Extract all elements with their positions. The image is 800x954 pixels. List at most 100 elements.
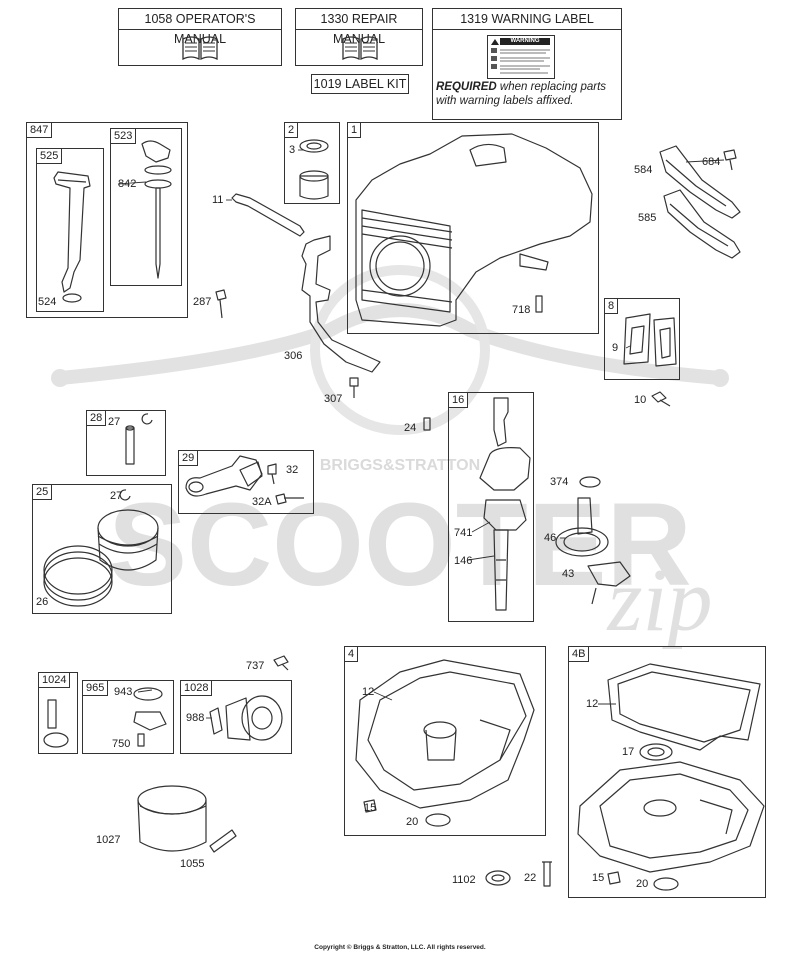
group-29[interactable] [178, 450, 314, 514]
group-2[interactable] [284, 122, 340, 204]
part-32[interactable]: 32 [286, 464, 299, 476]
camshaft-gear-drawing [555, 497, 609, 557]
seal-1102-drawing [485, 870, 511, 886]
nipple-1055-drawing [209, 829, 237, 853]
part-1102[interactable]: 1102 [452, 874, 476, 886]
group-525[interactable] [36, 148, 104, 312]
part-585[interactable]: 585 [638, 212, 657, 224]
operators-manual-box[interactable]: 1058 OPERATOR'S MANUAL [118, 8, 282, 66]
group-16[interactable] [448, 392, 534, 622]
group-8[interactable] [604, 298, 680, 380]
group-1028-tag: 1028 [180, 680, 213, 696]
part-11[interactable]: 11 [212, 194, 224, 206]
bolt-737-drawing [273, 655, 289, 671]
part-12b[interactable]: 12 [586, 698, 599, 710]
group-965[interactable] [82, 680, 174, 754]
required-bold: REQUIRED [436, 81, 497, 93]
pin-24-drawing [423, 417, 431, 431]
part-20a[interactable]: 20 [406, 816, 419, 828]
required-line2: with warning labels affixed. [436, 95, 574, 107]
part-943[interactable]: 943 [114, 686, 133, 698]
part-524[interactable]: 524 [38, 296, 57, 308]
part-46[interactable]: 46 [544, 532, 557, 544]
part-43[interactable]: 43 [562, 568, 575, 580]
operators-manual-title: 1058 OPERATOR'S MANUAL [119, 9, 281, 46]
part-750[interactable]: 750 [112, 738, 131, 750]
group-16-tag: 16 [448, 392, 469, 408]
group-1[interactable] [347, 122, 599, 334]
part-22[interactable]: 22 [524, 872, 537, 884]
group-2-tag: 2 [284, 122, 299, 138]
part-26[interactable]: 26 [36, 596, 49, 608]
group-28-tag: 28 [86, 410, 107, 426]
copyright-notice: Copyright © Briggs & Stratton, LLC. All … [314, 944, 486, 951]
group-4b[interactable] [568, 646, 766, 898]
part-3[interactable]: 3 [289, 144, 296, 156]
warning-label-title: 1319 WARNING LABEL [433, 9, 621, 30]
group-1028[interactable] [180, 680, 292, 754]
group-4[interactable] [344, 646, 546, 836]
part-12a[interactable]: 12 [362, 686, 375, 698]
part-15b[interactable]: 15 [592, 872, 605, 884]
part-306[interactable]: 306 [284, 350, 303, 362]
bolt-684-drawing [723, 149, 737, 171]
book-icon [182, 36, 218, 61]
part-27a[interactable]: 27 [108, 416, 121, 428]
group-25-tag: 25 [32, 484, 53, 500]
part-10[interactable]: 10 [634, 394, 647, 406]
group-1-tag: 1 [347, 122, 362, 138]
group-4b-tag: 4B [568, 646, 590, 662]
bolt-307-drawing [349, 377, 359, 398]
part-15a[interactable]: 15 [364, 802, 377, 814]
group-8-tag: 8 [604, 298, 619, 314]
repair-manual-box[interactable]: 1330 REPAIR MANUAL [295, 8, 423, 66]
part-988[interactable]: 988 [186, 712, 205, 724]
part-307[interactable]: 307 [324, 393, 343, 405]
label-kit-title: 1019 LABEL KIT [313, 77, 407, 91]
part-374[interactable]: 374 [550, 476, 569, 488]
gasket-585-drawing [663, 189, 741, 259]
required-note: REQUIRED when replacing parts with warni… [436, 80, 606, 108]
bolt-22-drawing [542, 861, 552, 887]
group-847[interactable] [26, 122, 188, 318]
part-737[interactable]: 737 [246, 660, 265, 672]
part-718[interactable]: 718 [512, 304, 531, 316]
part-24[interactable]: 24 [404, 422, 417, 434]
label-kit-box[interactable]: 1019 LABEL KIT [311, 74, 409, 94]
part-20b[interactable]: 20 [636, 878, 649, 890]
governor-43-drawing [587, 561, 631, 605]
part-9[interactable]: 9 [612, 342, 619, 354]
part-1027[interactable]: 1027 [96, 834, 121, 846]
part-146[interactable]: 146 [454, 555, 473, 567]
group-523-tag: 523 [110, 128, 137, 144]
group-28[interactable] [86, 410, 166, 476]
group-965-tag: 965 [82, 680, 109, 696]
gasket-584-drawing [659, 145, 741, 219]
part-584[interactable]: 584 [634, 164, 653, 176]
part-842[interactable]: 842 [118, 178, 137, 190]
washer-374-drawing [579, 476, 601, 488]
group-29-tag: 29 [178, 450, 199, 466]
warning-label-sticker: WARNING [487, 35, 555, 79]
part-741[interactable]: 741 [454, 527, 473, 539]
warning-word: WARNING [500, 38, 550, 45]
book-icon [342, 36, 378, 61]
oil-filter-drawing [137, 785, 207, 852]
warning-label-box[interactable]: 1319 WARNING LABEL WARNING [432, 8, 622, 120]
bolt-10-drawing [651, 391, 671, 407]
part-32a[interactable]: 32A [252, 496, 272, 508]
repair-manual-title: 1330 REPAIR MANUAL [296, 9, 422, 46]
group-25[interactable] [32, 484, 172, 614]
part-1055[interactable]: 1055 [180, 858, 205, 870]
bolt-287-drawing [215, 289, 227, 319]
part-27b[interactable]: 27 [110, 490, 123, 502]
part-684[interactable]: 684 [702, 156, 721, 168]
group-525-tag: 525 [36, 148, 63, 164]
warning-triangle-icon [491, 39, 550, 74]
group-4-tag: 4 [344, 646, 359, 662]
part-17[interactable]: 17 [622, 746, 635, 758]
part-287[interactable]: 287 [193, 296, 212, 308]
required-rest: when replacing parts [496, 81, 607, 93]
group-1024-tag: 1024 [38, 672, 71, 688]
group-523[interactable] [110, 128, 182, 286]
